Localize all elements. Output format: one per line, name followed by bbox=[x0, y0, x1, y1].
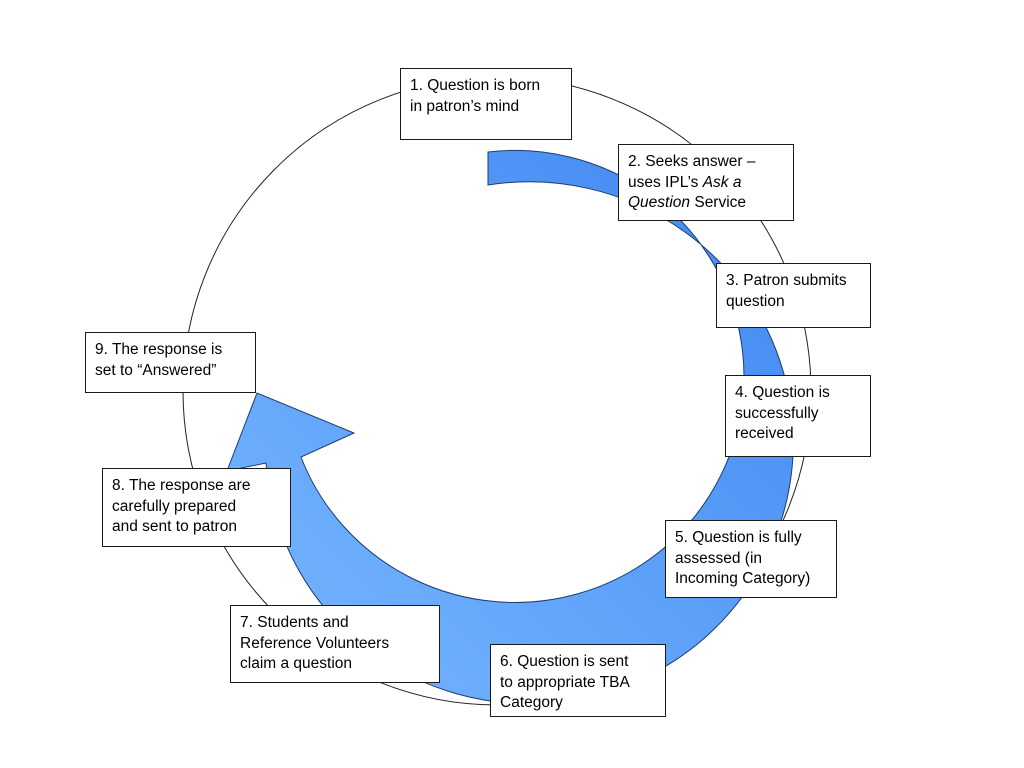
step-8-line-2: carefully prepared bbox=[112, 497, 237, 515]
step-2-box: 2. Seeks answer – uses IPL’s Ask a Quest… bbox=[618, 144, 794, 221]
step-2-line-3-text: Service bbox=[690, 194, 747, 211]
step-1-box: 1. Question is born in patron’s mind bbox=[400, 68, 572, 140]
step-6-line-3: Category bbox=[500, 694, 563, 711]
step-5-line-1: 5. Question is fully bbox=[675, 529, 802, 546]
step-8-line-3: and sent to patron bbox=[112, 518, 237, 535]
step-2-line-2-italic: Ask a bbox=[702, 173, 742, 191]
step-7-line-1: 7. Students and bbox=[240, 614, 349, 631]
step-6-line-1: 6. Question is sent bbox=[500, 653, 629, 670]
step-4-line-3: received bbox=[735, 425, 794, 442]
step-4-line-2: successfully bbox=[735, 404, 819, 422]
step-9-box: 9. The response is set to “Answered” bbox=[85, 332, 256, 393]
step-5-box: 5. Question is fully assessed (in Incomi… bbox=[665, 520, 837, 598]
step-2-line-2: uses IPL’s Ask a bbox=[628, 173, 784, 194]
step-2-line-3: Question Service bbox=[628, 193, 784, 214]
step-5-line-3: Incoming Category) bbox=[675, 570, 811, 587]
step-6-line-2: to appropriate TBA bbox=[500, 673, 630, 691]
step-7-line-3: claim a question bbox=[240, 655, 353, 672]
step-2-line-2-text: uses IPL’s bbox=[628, 173, 703, 191]
step-3-box: 3. Patron submits question bbox=[716, 263, 871, 328]
step-9-line-2: set to “Answered” bbox=[95, 361, 217, 379]
step-9-line-1: 9. The response is bbox=[95, 341, 223, 358]
step-1-line-1: 1. Question is born bbox=[410, 77, 541, 94]
step-6-box: 6. Question is sent to appropriate TBA C… bbox=[490, 644, 666, 717]
step-1-line-2: in patron’s mind bbox=[410, 97, 520, 115]
step-4-box: 4. Question is successfully received bbox=[725, 375, 871, 457]
step-5-line-2: assessed (in bbox=[675, 549, 763, 567]
step-7-line-2: Reference Volunteers bbox=[240, 634, 390, 652]
step-2-line-3-italic: Question bbox=[628, 194, 691, 211]
step-7-box: 7. Students and Reference Volunteers cla… bbox=[230, 605, 440, 683]
step-4-line-1: 4. Question is bbox=[735, 384, 830, 401]
step-8-line-1: 8. The response are bbox=[112, 477, 251, 494]
step-2-line-1: 2. Seeks answer – bbox=[628, 153, 756, 170]
step-8-box: 8. The response are carefully prepared a… bbox=[102, 468, 291, 547]
step-3-line-2: question bbox=[726, 292, 785, 310]
step-3-line-1: 3. Patron submits bbox=[726, 272, 847, 289]
